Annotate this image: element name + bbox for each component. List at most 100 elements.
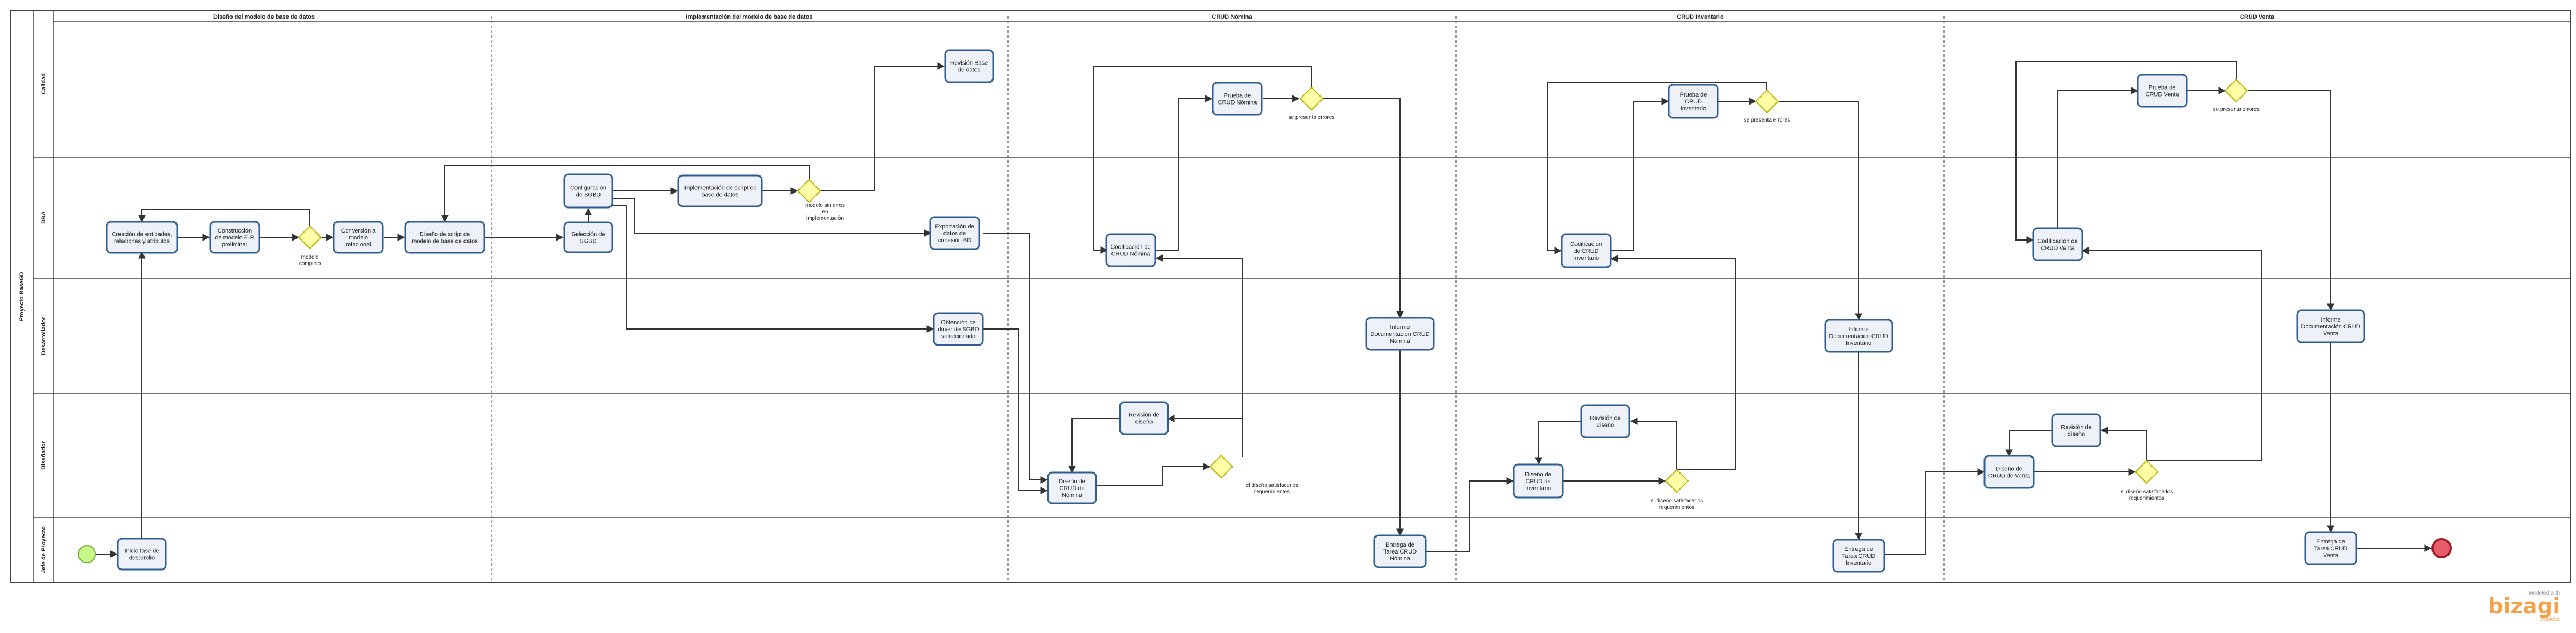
gateway-label: se presenta errores (1744, 117, 1790, 123)
label-line: de SGBD (576, 192, 601, 198)
label-line: implementación (806, 215, 844, 221)
gateway-errores-inventario[interactable]: se presenta errores (1744, 89, 1790, 123)
label-line: modelo (301, 254, 319, 260)
label-line: modelo sin erros (805, 203, 845, 209)
label-line: diseño (2068, 431, 2085, 438)
label-line: Inicio fase de (125, 548, 159, 555)
label-line: CRUD Venta (2146, 92, 2180, 98)
label-line: de CRUD (1573, 248, 1598, 254)
label-line: Inventario (1573, 255, 1599, 261)
label-line: se presenta errores (2213, 107, 2260, 113)
sequence-flows (96, 61, 2432, 558)
label-line: seleccionado (941, 333, 975, 340)
task-creacion-entidades[interactable]: Creación de entidades,relaciones y atrib… (106, 221, 178, 254)
label-line: Entrega de (2316, 539, 2345, 545)
lane-label-jefe: Jefe de Proyecto (41, 526, 47, 573)
label-line: Documentación CRUD (1829, 333, 1888, 340)
label-line: Revisión Base (950, 60, 988, 67)
gateway-errores-nomina[interactable]: se presenta errores (1289, 86, 1335, 121)
watermark-small: Modeled with (2529, 590, 2560, 596)
label-line: diseño (1597, 422, 1614, 429)
label-line: relacional (346, 242, 371, 248)
label-line: Conversión a (341, 228, 377, 234)
label-line: Documentación CRUD (1370, 331, 1429, 338)
phase-label-crud-nomina: CRUD Nómina (1212, 14, 1252, 20)
lane-label-dba: DBA (41, 211, 47, 224)
label-line: Creación de entidades, (111, 231, 172, 238)
end-event[interactable] (2431, 538, 2452, 558)
gateway-errores-venta[interactable]: se presenta errores (2213, 78, 2260, 113)
label-line: CRUD de (1059, 485, 1084, 492)
label-line: en (822, 209, 828, 215)
label-line: Tarea CRUD (1842, 553, 1875, 559)
lane-label-disenador: Diseñador (41, 440, 47, 470)
label-line: Prueba de (2149, 85, 2176, 91)
label-line: Inventario (1846, 560, 1871, 566)
label-line: de modelo E-R (215, 235, 254, 241)
label-line: Venta (2323, 552, 2339, 559)
start-event[interactable] (78, 545, 96, 563)
label-line: relaciones y atributos (114, 238, 170, 245)
label-line: Inventario (1681, 106, 1706, 112)
phase-label-diseno: Diseño del modelo de base de datos (213, 14, 315, 20)
label-line: Prueba de (1224, 93, 1251, 99)
label-line: modelo de base de datos (412, 238, 478, 245)
label-line: requerimientos (1659, 504, 1694, 510)
task-label: Creación de entidades,relaciones y atrib… (111, 231, 172, 245)
label-line: CRUD Nómina (1111, 251, 1151, 258)
label-line: el diseño satisfacerlos (1246, 483, 1298, 488)
label-line: Diseño de (1996, 466, 2022, 472)
label-line: modelo (349, 235, 368, 241)
label-line: Codificación de (1110, 244, 1150, 251)
